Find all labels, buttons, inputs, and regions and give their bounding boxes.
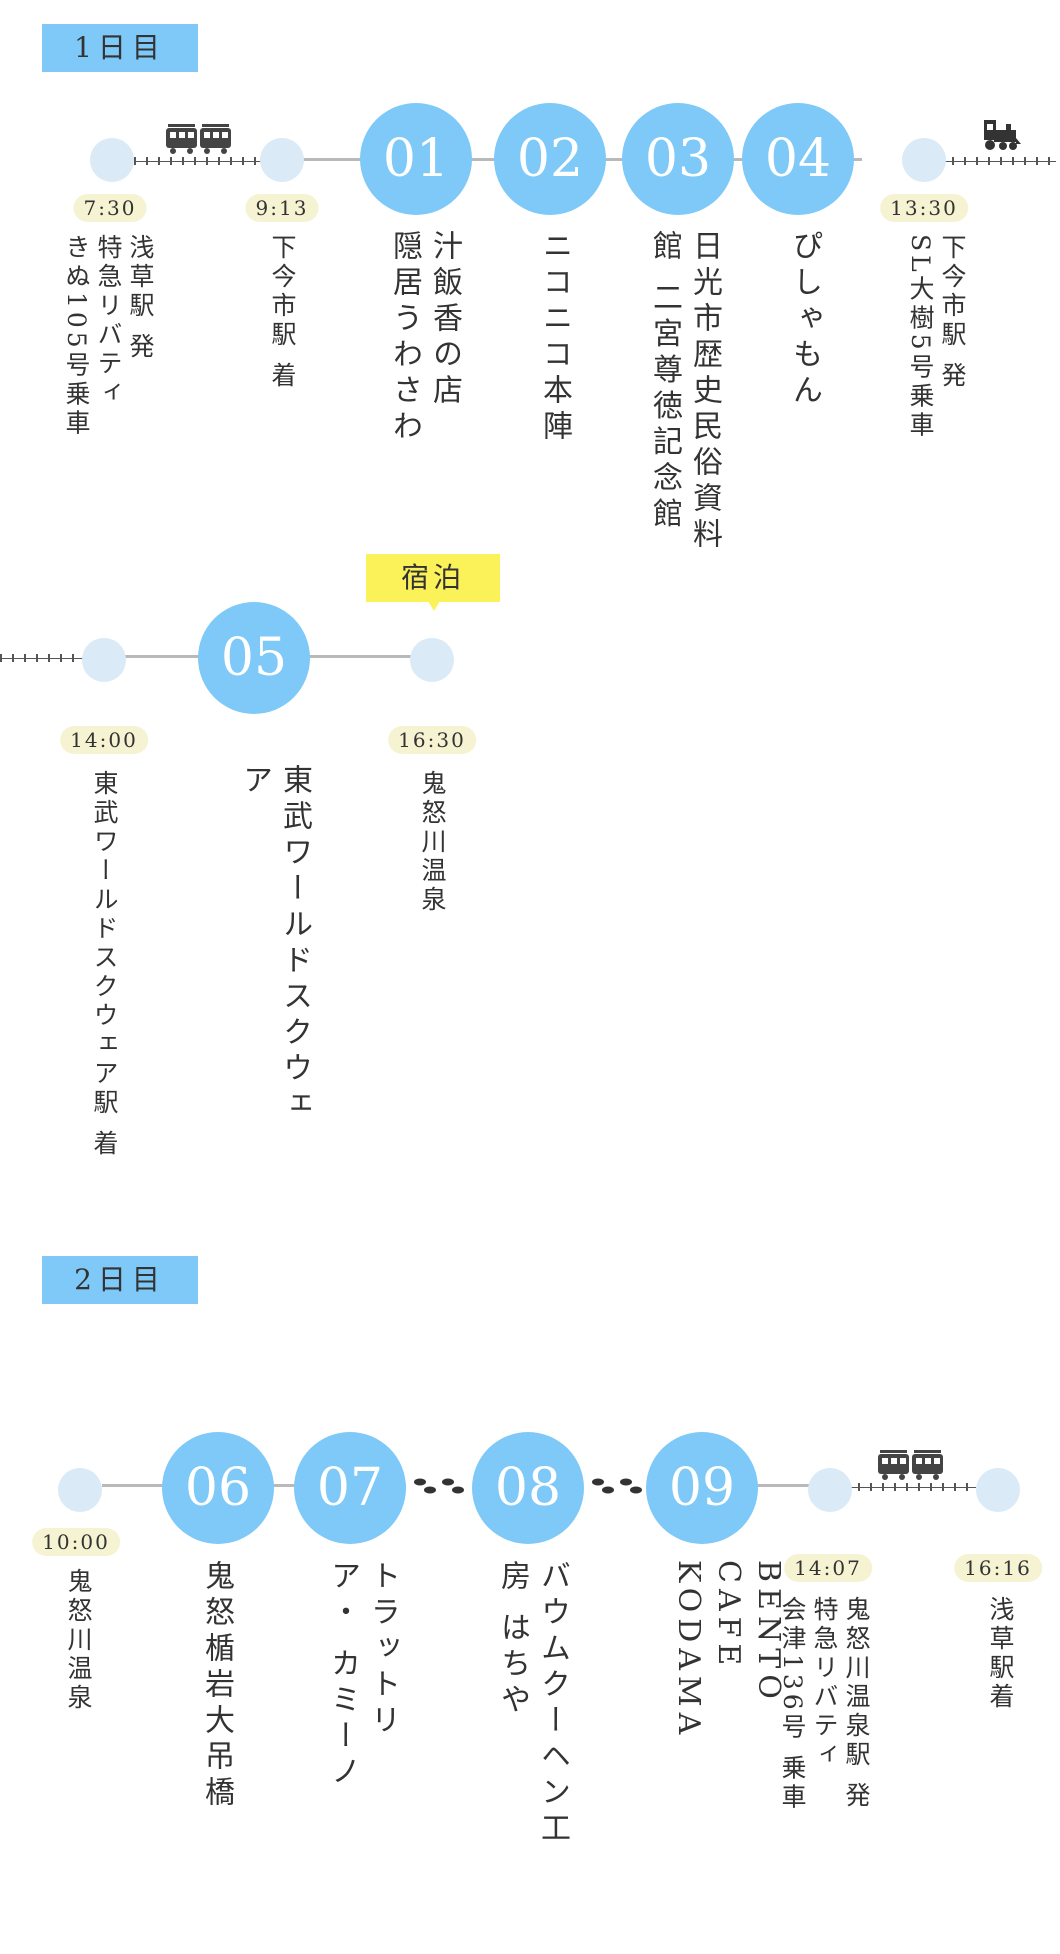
transit-line: 下今市駅 着 [268, 234, 297, 391]
transit-dot [82, 638, 126, 682]
time-badge: 10:00 [32, 1528, 120, 1556]
stop-02-name: ニコニコ本陣 [537, 230, 572, 446]
stay-badge: 宿泊 [366, 554, 500, 611]
stop-03-name: 日光市歴史民俗資料館 二宮尊徳記念館 [647, 230, 722, 554]
stop-09-name: BENTO CAFE KODAMA [671, 1560, 786, 1741]
footsteps-icon [412, 1476, 466, 1496]
transit-line: 浅草駅 発 [126, 234, 155, 362]
train-icon [876, 1450, 946, 1480]
transit-dot [976, 1468, 1020, 1512]
stop-04-circle[interactable]: 04 [742, 103, 854, 215]
transit-line: SL大樹5号乗車 [906, 234, 935, 441]
stop-03-circle[interactable]: 03 [622, 103, 734, 215]
stop-09-circle[interactable]: 09 [646, 1432, 758, 1544]
stop-04-name: ぴしゃもん [787, 230, 822, 410]
stop-01-name: 汁飯香の店 隠居うわさわ [387, 230, 462, 446]
route-line [756, 1484, 820, 1487]
train-icon [164, 124, 234, 154]
footsteps-icon [590, 1476, 644, 1496]
rail-track [0, 654, 84, 662]
time-badge: 16:16 [954, 1554, 1042, 1582]
stop-01-circle[interactable]: 01 [360, 103, 472, 215]
transit-line: 会津136号 乗車 [778, 1596, 807, 1813]
stop-08-circle[interactable]: 08 [472, 1432, 584, 1544]
transit-info: 下今市駅 発 SL大樹5号乗車 [904, 234, 968, 441]
transit-line: 下今市駅 発 [938, 234, 967, 391]
day1-label: 1日目 [42, 24, 198, 72]
time-badge: 16:30 [388, 726, 476, 754]
transit-info: 鬼怒川温泉 [62, 1568, 94, 1713]
time-badge: 13:30 [880, 194, 968, 222]
transit-dot [90, 138, 134, 182]
transit-line: 浅草駅着 [986, 1596, 1015, 1712]
transit-info: 鬼怒川温泉駅 発 特急リバティ 会津136号 乗車 [776, 1596, 872, 1813]
transit-line: 特急リバティ [810, 1596, 839, 1770]
time-badge: 14:00 [60, 726, 148, 754]
stop-02-circle[interactable]: 02 [494, 103, 606, 215]
time-badge: 14:07 [784, 1554, 872, 1582]
stop-06-name: 鬼怒楯岩大吊橋 [199, 1560, 234, 1812]
transit-info: 浅草駅着 [984, 1596, 1016, 1712]
transit-info: 東武ワールドスクウェア駅 着 [88, 770, 120, 1159]
transit-line: 鬼怒川温泉 [64, 1568, 93, 1713]
time-badge: 7:30 [73, 194, 147, 222]
rail-track [134, 157, 282, 165]
transit-line: 鬼怒川温泉駅 発 [842, 1596, 871, 1811]
transit-info: 下今市駅 着 [266, 234, 298, 391]
transit-line: 東武ワールドスクウェア駅 着 [90, 770, 119, 1159]
steam-locomotive-icon [982, 118, 1022, 152]
day2-label: 2日目 [42, 1256, 198, 1304]
transit-dot [410, 638, 454, 682]
stop-05-circle[interactable]: 05 [198, 602, 310, 714]
rail-track [940, 157, 1056, 165]
transit-dot [260, 138, 304, 182]
transit-dot [902, 138, 946, 182]
transit-info: 浅草駅 発 特急リバティ きぬ105号乗車 [60, 234, 156, 439]
stop-06-circle[interactable]: 06 [162, 1432, 274, 1544]
rail-track [846, 1483, 976, 1491]
transit-line: きぬ105号乗車 [62, 234, 91, 439]
transit-line: 特急リバティ [94, 234, 123, 408]
stop-08-name: バウムクーヘン工房 はちや [495, 1560, 570, 1848]
transit-info: 鬼怒川温泉 [416, 770, 448, 915]
stop-05-name: 東武ワールドスクウェア [237, 764, 312, 1124]
transit-dot [58, 1468, 102, 1512]
stop-07-name: トラットリア・ カミーノ [325, 1560, 400, 1792]
transit-dot [808, 1468, 852, 1512]
time-badge: 9:13 [245, 194, 319, 222]
transit-line: 鬼怒川温泉 [418, 770, 447, 915]
stop-07-circle[interactable]: 07 [294, 1432, 406, 1544]
